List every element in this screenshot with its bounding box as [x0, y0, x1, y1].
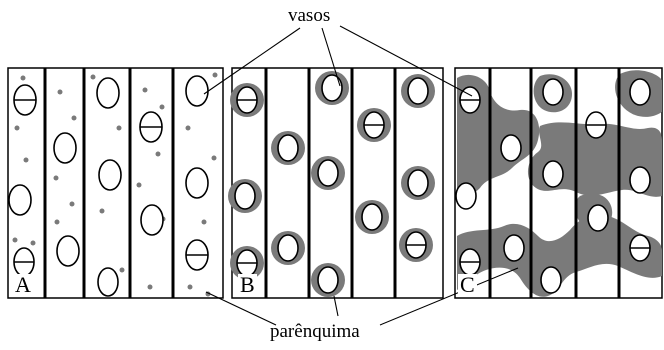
panel-b-vessels: [234, 74, 429, 294]
parenquima-leader-lines: [205, 267, 519, 326]
panel-a-letter: A: [13, 272, 33, 297]
panel-c-letter: C: [458, 272, 477, 297]
parenquima-label: parênquima: [270, 321, 360, 342]
vasos-leader-lines: [203, 25, 473, 97]
panel-a: [7, 67, 224, 299]
panel-c-vessels: [455, 78, 651, 294]
panel-a-vessels: [8, 75, 209, 297]
panel-b-fibers: [264, 68, 397, 298]
panel-b-letter: B: [238, 272, 257, 297]
panel-c-fibers: [488, 68, 621, 298]
panel-b: [228, 67, 444, 299]
vasos-label: vasos: [288, 5, 331, 26]
panel-c: [454, 67, 663, 299]
panel-c-parenchyma-bands: [457, 70, 662, 297]
panel-a-fibers: [43, 68, 175, 298]
